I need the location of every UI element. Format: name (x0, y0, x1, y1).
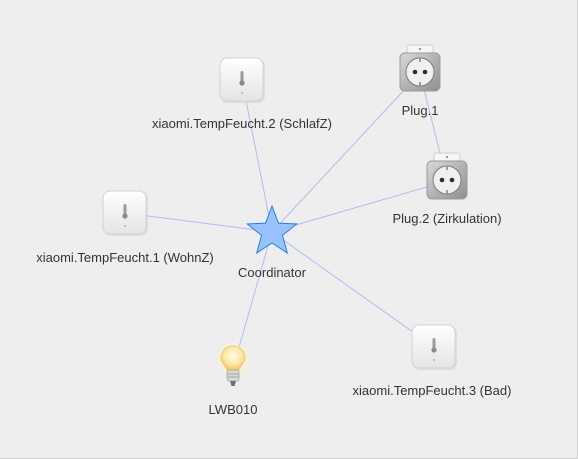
node-label: Plug.1 (402, 103, 439, 118)
node-plug2[interactable]: Plug.2 (Zirkulation) (392, 152, 502, 226)
edge-coordinator-plug1[interactable] (271, 72, 421, 233)
node-temp1[interactable]: xiaomi.TempFeucht.1 (WohnZ) (36, 190, 214, 265)
edge-coordinator-temp2[interactable] (241, 79, 273, 233)
node-label: xiaomi.TempFeucht.2 (SchlafZ) (152, 116, 332, 131)
nodes-layer: Coordinator xiaomi.TempFeucht.2 (SchlafZ)… (36, 44, 512, 417)
edge-coordinator-temp1[interactable] (124, 212, 273, 233)
node-label: xiaomi.TempFeucht.1 (WohnZ) (36, 250, 214, 265)
node-label: xiaomi.TempFeucht.3 (Bad) (353, 383, 512, 398)
temperature-sensor-icon (219, 57, 265, 103)
node-label: Coordinator (238, 265, 307, 280)
edge-coordinator-plug2[interactable] (271, 180, 448, 233)
node-plug1[interactable]: Plug.1 (399, 44, 441, 118)
node-label: LWB010 (209, 402, 258, 417)
node-temp3[interactable]: xiaomi.TempFeucht.3 (Bad) (353, 324, 512, 398)
smart-plug-icon (426, 152, 468, 200)
edge-coordinator-lwb[interactable] (232, 231, 273, 369)
smart-plug-icon (399, 44, 441, 92)
temperature-sensor-icon (102, 190, 148, 236)
light-bulb-icon (217, 344, 249, 386)
node-lwb[interactable]: LWB010 (209, 344, 258, 417)
node-label: Plug.2 (Zirkulation) (392, 211, 501, 226)
node-coordinator[interactable]: Coordinator (238, 204, 307, 280)
temperature-sensor-icon (411, 324, 457, 370)
coordinator-star-icon (245, 204, 299, 255)
edge-coordinator-temp3[interactable] (271, 231, 435, 348)
node-temp2[interactable]: xiaomi.TempFeucht.2 (SchlafZ) (152, 57, 332, 131)
